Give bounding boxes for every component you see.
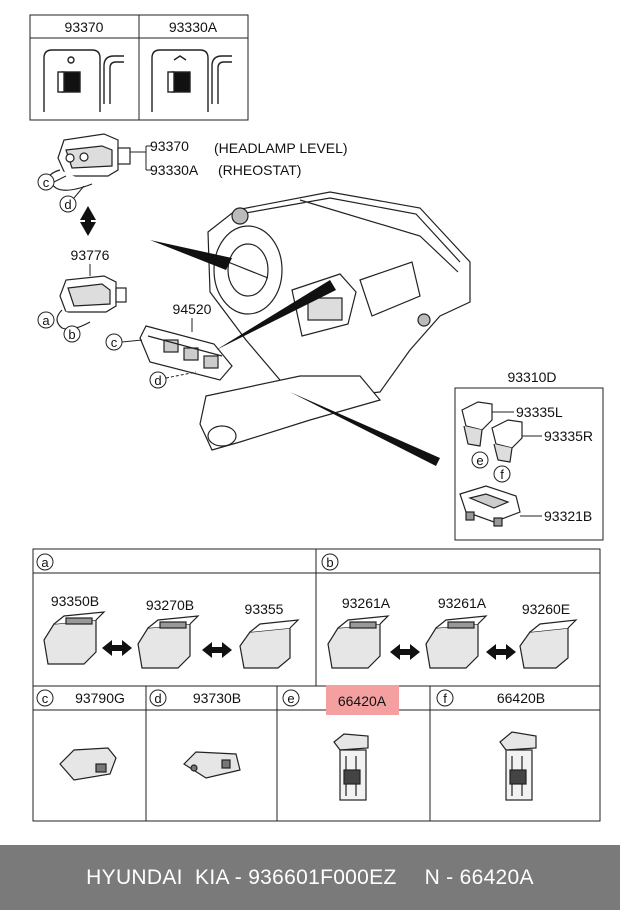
panel-c-letter: c bbox=[36, 689, 54, 707]
svg-text:d: d bbox=[154, 373, 161, 388]
housing-93321b-drawing bbox=[459, 485, 521, 527]
letter-bubble-d-top: d bbox=[59, 195, 77, 213]
panel-d-part: 93730B bbox=[193, 690, 241, 706]
assy-93310d-frame bbox=[454, 387, 604, 541]
panel-b-letter: b bbox=[321, 553, 339, 571]
callout-rheostat: (RHEOSTAT) bbox=[218, 162, 301, 178]
parts-grid bbox=[32, 548, 601, 822]
pointer-wedge-right bbox=[290, 392, 440, 466]
svg-text:e: e bbox=[287, 691, 294, 706]
headlamp-switch-face-drawing bbox=[43, 49, 124, 112]
panel-d-drawing bbox=[183, 751, 241, 779]
callout-93335l: 93335L bbox=[516, 404, 563, 420]
letter-bubble-d-mid: d bbox=[149, 371, 167, 389]
svg-text:c: c bbox=[111, 335, 118, 350]
svg-text:a: a bbox=[42, 313, 50, 328]
dashboard-drawing bbox=[199, 191, 471, 451]
panel-e-drawing bbox=[333, 733, 369, 801]
footer-brand-part-number: HYUNDAI KIA - 936601F000EZ bbox=[86, 865, 397, 889]
svg-text:b: b bbox=[326, 555, 333, 570]
panel-b-switch-drawings bbox=[327, 615, 578, 669]
highlight-marker bbox=[326, 685, 399, 715]
svg-text:f: f bbox=[500, 467, 504, 482]
svg-text:d: d bbox=[64, 197, 71, 212]
callout-94520: 94520 bbox=[173, 301, 212, 317]
footer-reference: N - 66420A bbox=[424, 865, 534, 889]
panel-a-interchange-arrows bbox=[102, 640, 232, 658]
parts-diagram: 93370 93330A 93370 (HEADLAMP LEVEL) 9333… bbox=[29, 14, 604, 822]
letter-bubble-c-top: c bbox=[37, 173, 55, 191]
callout-93370: 93370 bbox=[150, 138, 189, 154]
switch-93335l-drawing bbox=[461, 401, 493, 447]
panel-b-part-3: 93260E bbox=[522, 601, 570, 617]
rheostat-switch-face-drawing bbox=[151, 49, 232, 112]
letter-bubble-f-assy: f bbox=[493, 465, 511, 483]
panel-f-part: 66420B bbox=[497, 690, 545, 706]
letter-bubble-e-assy: e bbox=[471, 451, 489, 469]
letter-bubble-a: a bbox=[37, 311, 55, 329]
panel-a-letter: a bbox=[36, 553, 54, 571]
letter-bubble-c-mid: c bbox=[105, 333, 123, 351]
panel-a-switch-drawings bbox=[43, 611, 300, 669]
svg-text:f: f bbox=[443, 691, 447, 706]
interchange-arrow-vertical bbox=[80, 206, 96, 236]
callout-93330a: 93330A bbox=[150, 162, 199, 178]
pointer-wedge-left bbox=[150, 240, 232, 270]
svg-text:d: d bbox=[154, 691, 161, 706]
panel-c-drawing bbox=[59, 747, 117, 781]
panel-e-letter: e bbox=[282, 689, 300, 707]
panel-f-drawing bbox=[499, 731, 537, 801]
panel-c-part: 93790G bbox=[75, 690, 125, 706]
svg-text:c: c bbox=[42, 691, 49, 706]
panel-b-part-1: 93261A bbox=[342, 595, 391, 611]
switch-93776-drawing bbox=[56, 275, 127, 330]
svg-text:b: b bbox=[68, 327, 75, 342]
callout-headlamp-level: (HEADLAMP LEVEL) bbox=[214, 140, 348, 156]
panel-a-part-3: 93355 bbox=[245, 601, 284, 617]
inset-part-93370: 93370 bbox=[65, 19, 104, 35]
switch-bank-94520-drawing bbox=[139, 325, 233, 381]
svg-text:c: c bbox=[43, 175, 50, 190]
callout-93335r: 93335R bbox=[544, 428, 593, 444]
inset-part-93330a: 93330A bbox=[169, 19, 218, 35]
panel-a-part-1: 93350B bbox=[51, 593, 99, 609]
svg-text:e: e bbox=[476, 453, 483, 468]
footer-bar: HYUNDAI KIA - 936601F000EZ N - 66420A bbox=[0, 845, 620, 910]
callout-93321b: 93321B bbox=[544, 508, 592, 524]
headlamp-rheostat-switch-drawing bbox=[48, 133, 131, 191]
panel-d-letter: d bbox=[149, 689, 167, 707]
panel-a-part-2: 93270B bbox=[146, 597, 194, 613]
top-inset bbox=[29, 14, 249, 121]
svg-text:a: a bbox=[41, 555, 49, 570]
callout-93776: 93776 bbox=[71, 247, 110, 263]
panel-b-part-2: 93261A bbox=[438, 595, 487, 611]
switch-93335r-drawing bbox=[491, 419, 523, 463]
callout-93310d: 93310D bbox=[507, 369, 556, 385]
panel-e-part: 66420A bbox=[338, 693, 387, 709]
letter-bubble-b: b bbox=[63, 325, 81, 343]
panel-b-interchange-arrows bbox=[390, 644, 516, 660]
pointer-wedge-mid bbox=[216, 280, 336, 350]
panel-f-letter: f bbox=[436, 689, 454, 707]
